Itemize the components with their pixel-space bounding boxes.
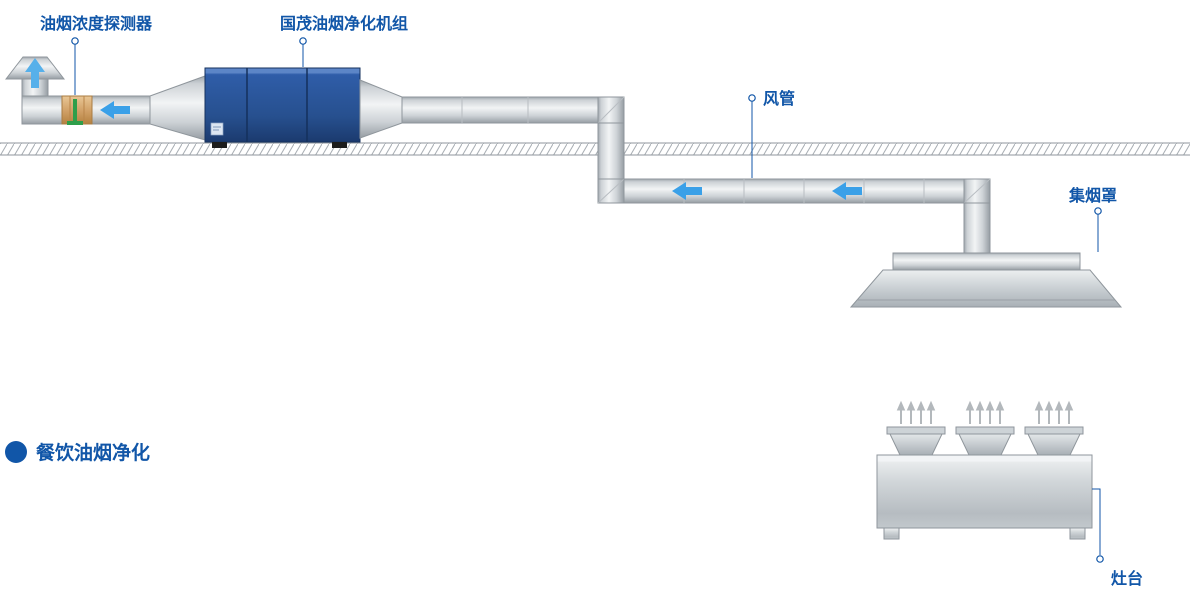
left-flow-arrow-icon	[100, 101, 130, 119]
legend: 餐饮油烟净化	[5, 441, 150, 464]
leader-dot	[71, 37, 79, 45]
hood-label: 集烟罩	[1068, 186, 1117, 205]
steam-group	[965, 400, 1005, 424]
hood-plenum	[892, 252, 1081, 271]
leader-dot	[299, 37, 307, 45]
detector-label: 油烟浓度探测器	[40, 14, 153, 33]
unit-foot	[332, 142, 347, 148]
steam-arrows	[896, 400, 1074, 424]
steam-group	[896, 400, 936, 424]
stove-foot	[883, 527, 900, 540]
vertical-drop-duct	[597, 122, 625, 180]
left-flow-arrow-icon	[672, 182, 702, 200]
elbow-seam	[597, 96, 625, 124]
hood-riser-duct	[963, 202, 991, 254]
annotation-purifier: 国茂油烟净化机组	[280, 14, 408, 67]
stove-body	[876, 454, 1093, 529]
smoke-hood	[849, 252, 1123, 308]
unit-nameplate	[210, 122, 224, 136]
leader-dot	[748, 94, 756, 102]
purifier-body	[204, 67, 361, 143]
stove-foot	[1069, 527, 1086, 540]
elbow-seam	[963, 178, 991, 204]
stove-top-highlight	[877, 455, 1092, 462]
duct-label: 风管	[763, 89, 795, 108]
purifier-top-highlight	[205, 68, 360, 74]
leader-dot	[1096, 555, 1104, 563]
hood-canopy	[849, 269, 1123, 308]
burner	[955, 426, 1015, 456]
left-flow-arrow-icon	[832, 182, 862, 200]
leader-line	[1092, 488, 1101, 555]
roof-hatch-band	[0, 142, 1190, 156]
upper-duct-run	[401, 96, 599, 124]
legend-title: 餐饮油烟净化	[36, 441, 150, 464]
steam-group	[1034, 400, 1074, 424]
stove-label: 灶台	[1111, 569, 1143, 588]
legend-bullet-icon	[5, 441, 27, 463]
annotations: 油烟浓度探测器 国茂油烟净化机组 风管 集烟罩 灶台	[40, 14, 1143, 588]
fume-detector-probe	[67, 99, 83, 125]
outlet-duct	[21, 75, 206, 141]
purifier-label: 国茂油烟净化机组	[280, 14, 408, 33]
elbow-seam	[597, 178, 625, 204]
duct-run	[401, 96, 991, 254]
unit-foot	[212, 142, 227, 148]
annotation-detector: 油烟浓度探测器	[40, 14, 153, 95]
cooking-stove	[876, 400, 1093, 540]
up-flow-arrow-icon	[25, 58, 45, 88]
annotation-hood: 集烟罩	[1068, 186, 1117, 252]
purifier-unit	[204, 67, 403, 148]
annotation-stove: 灶台	[1092, 488, 1143, 588]
leader-dot	[1094, 207, 1102, 215]
burners	[886, 426, 1084, 456]
annotation-duct: 风管	[748, 89, 795, 178]
exhaust-stack	[4, 56, 66, 98]
